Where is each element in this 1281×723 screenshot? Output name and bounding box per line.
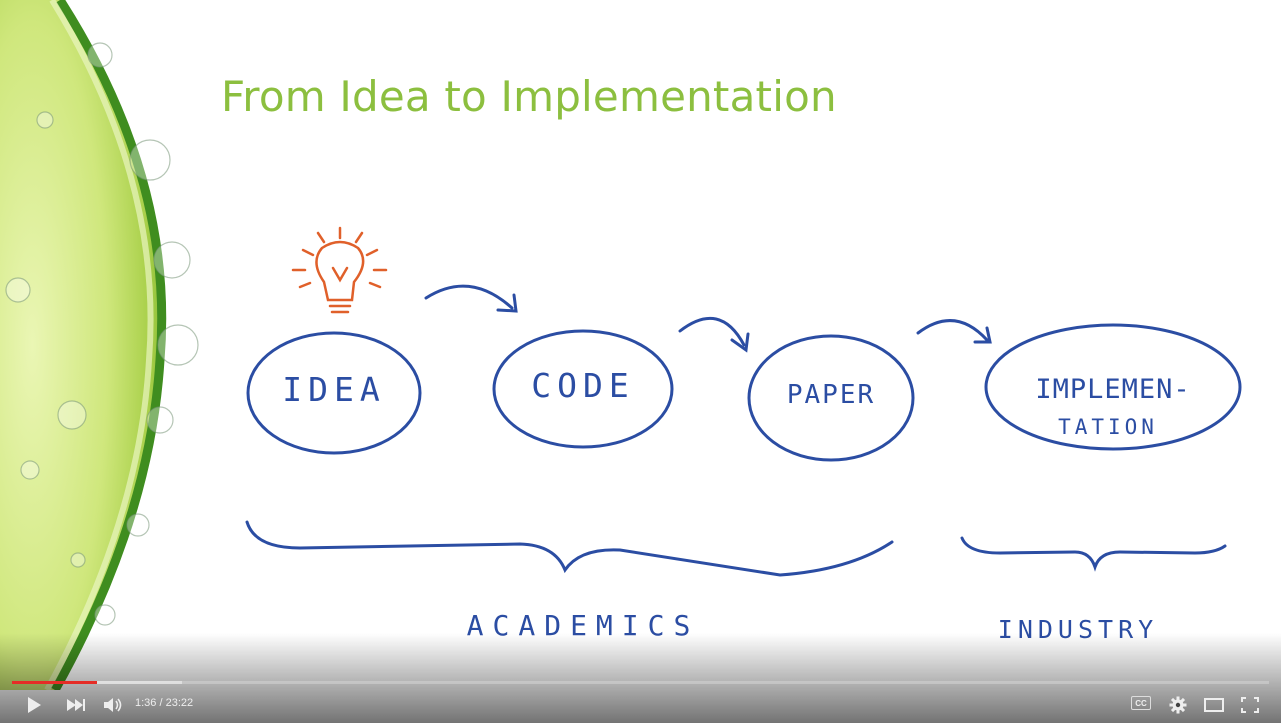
lightbulb-icon: [291, 226, 388, 314]
volume-button[interactable]: [100, 686, 126, 723]
arrow-idea-to-code: [424, 284, 514, 310]
theater-mode-icon: [1204, 697, 1224, 712]
next-icon: [67, 698, 85, 711]
industry-brace: [960, 536, 1227, 572]
volume-icon: [104, 697, 122, 712]
play-icon: [28, 696, 41, 713]
lime-slice-image: [0, 0, 199, 690]
fullscreen-button[interactable]: [1236, 686, 1264, 723]
settings-icon: [1169, 696, 1187, 713]
stage-implementation-label-1: IMPLEMEN-: [1035, 374, 1190, 405]
progress-played: [12, 681, 98, 684]
arrow-code-to-paper: [678, 316, 746, 347]
academics-brace: [245, 520, 894, 577]
play-button[interactable]: [20, 686, 48, 723]
settings-button[interactable]: [1164, 686, 1192, 723]
code-oval: [492, 329, 674, 449]
idea-oval: [246, 331, 422, 455]
arrow-paper-to-implementation: [916, 319, 989, 342]
player-controls: 1:36 / 23:22 CC: [0, 686, 1281, 723]
paper-oval: [747, 334, 915, 462]
stage-paper-label: PAPER: [787, 380, 875, 410]
captions-button[interactable]: CC: [1131, 696, 1151, 710]
slide-title: From Idea to Implementation: [221, 72, 837, 121]
stage-idea-label: IDEA: [282, 370, 385, 409]
implementation-oval: [984, 323, 1242, 451]
progress-bar[interactable]: [12, 681, 1269, 684]
theater-mode-button[interactable]: [1200, 686, 1228, 723]
stage-code-label: CODE: [531, 366, 634, 405]
next-button[interactable]: [62, 686, 90, 723]
stage-implementation-label-2: TATION: [1058, 415, 1158, 439]
controls-gradient: [0, 633, 1281, 723]
fullscreen-icon: [1241, 696, 1259, 713]
time-display: 1:36 / 23:22: [135, 697, 194, 709]
